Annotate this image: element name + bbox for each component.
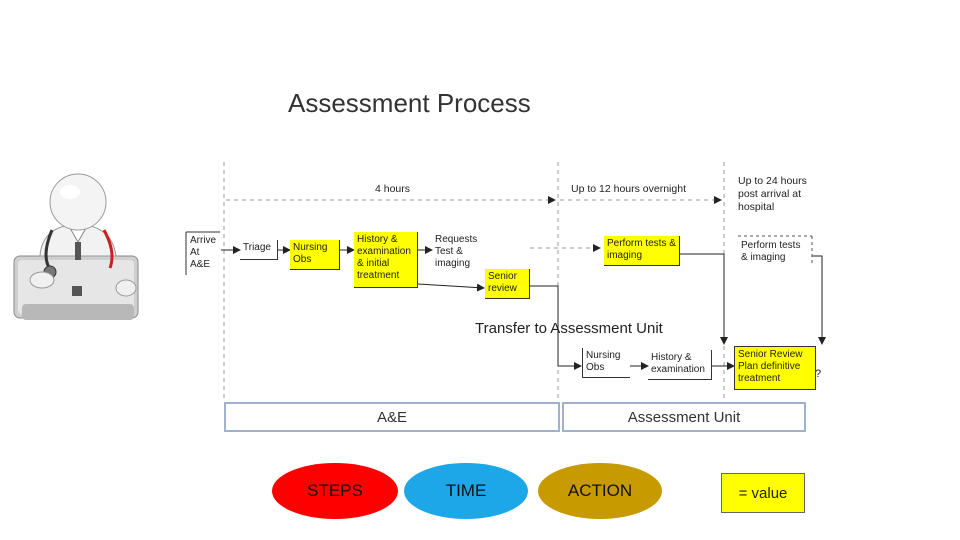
step-history-examination: History & examination & initial treatmen… [354, 232, 418, 288]
transfer-label: Transfer to Assessment Unit [475, 320, 663, 337]
step-perform-tests-1: Perform tests & imaging [604, 236, 680, 266]
step-perform-tests-2: Perform tests & imaging [738, 238, 810, 266]
zone-ae: A&E [224, 402, 560, 432]
step-senior-review: Senior review [485, 269, 530, 299]
zone-assessment-unit: Assessment Unit [562, 402, 806, 432]
time-label-4-hours: 4 hours [375, 183, 410, 195]
time-label-12-hours: Up to 12 hours overnight [571, 183, 686, 195]
legend-steps: STEPS [272, 463, 398, 519]
time-label-24-hours: Up to 24 hours post arrival at hospital [738, 175, 828, 214]
legend-time: TIME [404, 463, 528, 519]
question-mark: ? [815, 368, 821, 380]
step-senior-review-plan: Senior Review Plan definitive treatment [734, 346, 816, 390]
step-triage: Triage [240, 240, 278, 260]
step-nursing-obs: Nursing Obs [290, 240, 340, 270]
step-requests-tests: Requests Test & imaging [432, 232, 488, 274]
step-au-nursing-obs: Nursing Obs [582, 348, 630, 378]
step-au-history: History & examination [648, 350, 712, 380]
step-arrive: Arrive At A&E [187, 233, 223, 277]
legend-action: ACTION [538, 463, 662, 519]
legend-value: = value [721, 473, 805, 513]
